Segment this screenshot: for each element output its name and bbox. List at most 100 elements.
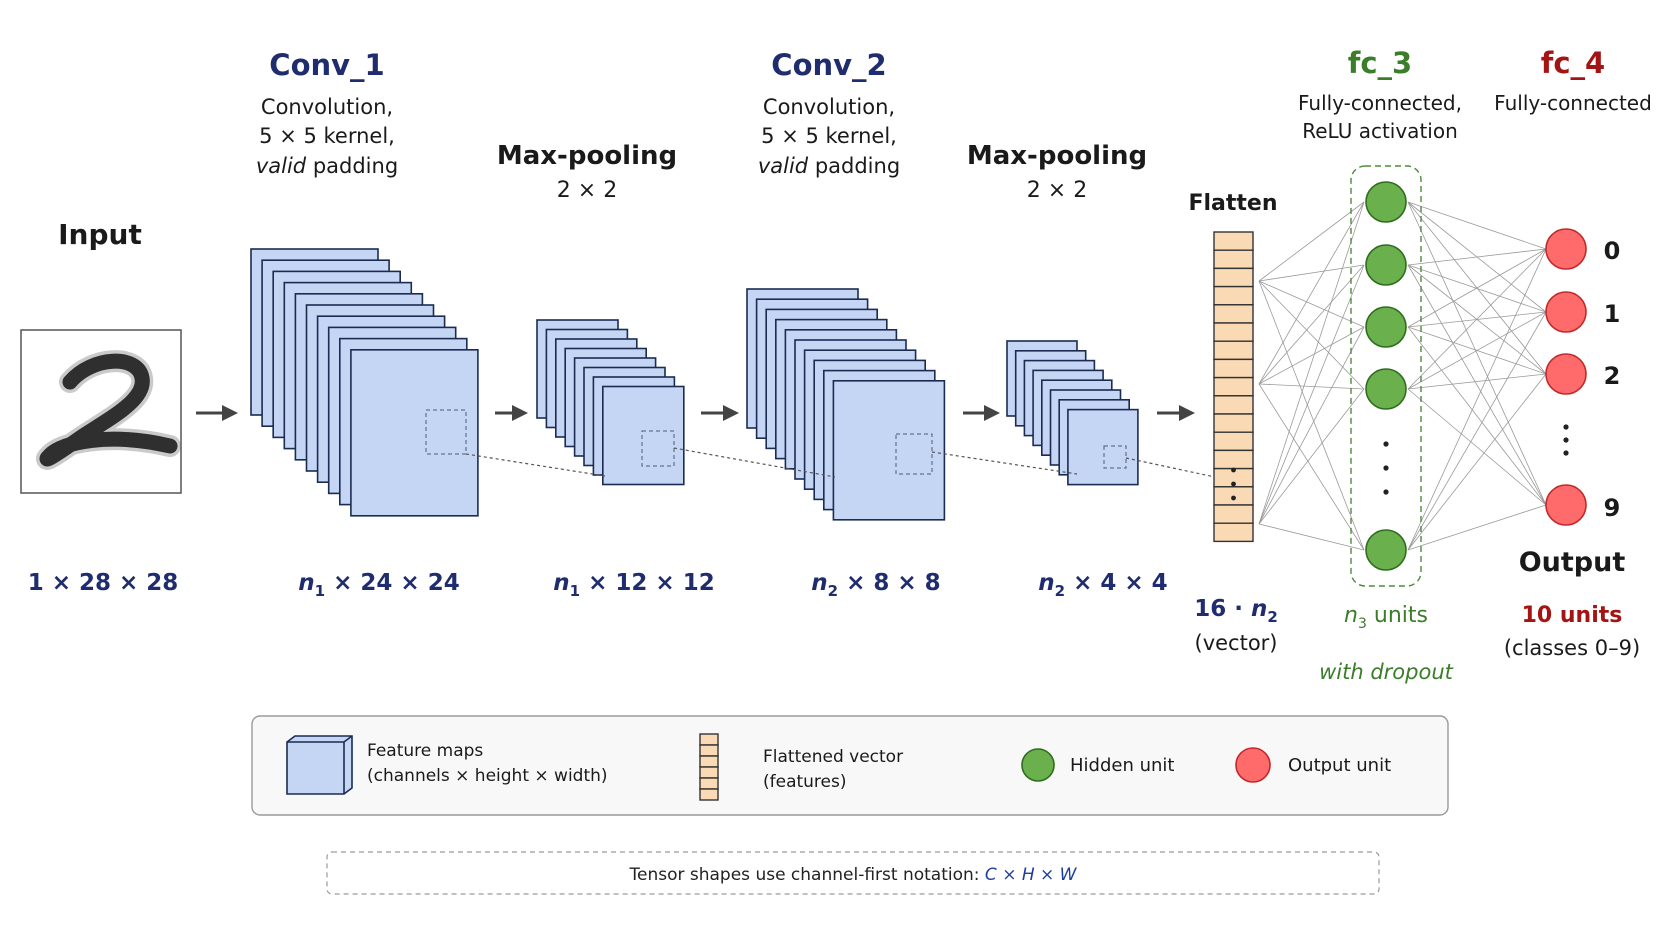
conn-flatten-fc3-2: [1258, 264, 1365, 282]
conv1-desc-line1: Convolution,: [261, 95, 393, 119]
legend-flattened-desc: (features): [763, 772, 847, 792]
conn-flatten-fc3-6: [1258, 201, 1365, 385]
legend-flatten-cell-3: [699, 755, 719, 768]
flatten-cell-4: [1213, 285, 1254, 306]
flatten-cell-2: [1213, 249, 1254, 270]
conn-flatten-fc3-1: [1258, 201, 1365, 282]
output-label-1: 1: [1604, 300, 1621, 328]
legend-flatten-cell-4: [699, 766, 719, 779]
flatten-size: 16 · n2: [1194, 596, 1278, 626]
legend: Feature maps (channels × height × width)…: [251, 715, 1449, 816]
flatten-cell-7: [1213, 340, 1254, 361]
conn-fc3-fc4-6: [1407, 264, 1547, 313]
hidden-unit-3: [1365, 306, 1407, 348]
fc4-output-units: [1545, 228, 1587, 526]
conn-flatten-fc3-9: [1258, 383, 1365, 390]
fc-connections: [1258, 201, 1547, 551]
pool2-map-8: [1067, 408, 1139, 486]
flatten-cell-10: [1213, 395, 1254, 415]
conn-flatten-fc3-8: [1258, 326, 1365, 385]
fc3-units: n3 units: [1344, 603, 1428, 632]
conv2-feature-maps: [746, 288, 946, 521]
flatten-cell-13: [1213, 449, 1254, 470]
pool2-receptive-field: [1103, 445, 1127, 469]
conv1-title: Conv_1: [269, 48, 384, 82]
output-unit-4: [1545, 484, 1587, 526]
conn-fc3-fc4-16: [1407, 388, 1547, 506]
flatten-cell-1: [1213, 231, 1254, 251]
fc4-desc: Fully-connected: [1494, 91, 1652, 115]
notation-note: Tensor shapes use channel-first notation…: [326, 851, 1380, 895]
output-label-0: 0: [1604, 237, 1621, 265]
rf-line-3: [931, 451, 1078, 475]
conn-flatten-fc3-3: [1258, 280, 1365, 328]
pool1-map-8: [601, 385, 685, 486]
input-shape: 1 × 28 × 28: [28, 570, 179, 596]
conn-fc3-fc4-4: [1407, 201, 1547, 506]
conv2-receptive-field: [895, 433, 933, 475]
conn-flatten-fc3-14: [1258, 388, 1365, 525]
flatten-ellipsis-dot-3: [1231, 495, 1236, 501]
flatten-cell-11: [1213, 413, 1254, 433]
legend-flatten-cell-2: [699, 744, 719, 757]
conn-flatten-fc3-7: [1258, 264, 1365, 385]
input-digit-image: [20, 329, 182, 494]
legend-flatten-cell-6: [699, 788, 719, 801]
pool2-size: 2 × 2: [1027, 178, 1087, 203]
arrow-input-to-conv1: [196, 405, 238, 421]
pool2-shape: n2 × 4 × 4: [1038, 570, 1167, 600]
conv2-desc-line2: 5 × 5 kernel,: [761, 124, 897, 148]
arrow-conv1-to-pool1: [495, 405, 528, 421]
conv2-desc-line1: Convolution,: [763, 95, 895, 119]
legend-hidden-unit-icon: [1021, 748, 1055, 782]
legend-feature-map-icon: [286, 735, 353, 795]
hidden-unit-4: [1365, 368, 1407, 410]
hidden-unit-1: [1365, 181, 1407, 223]
legend-flatten-cell-1: [699, 733, 719, 746]
fc3-desc-line1: Fully-connected,: [1298, 91, 1462, 115]
arrow-pool2-to-flatten: [1157, 405, 1195, 421]
legend-flatten-cell-5: [699, 777, 719, 790]
flatten-cell-6: [1213, 322, 1254, 342]
output-title: Output: [1519, 547, 1626, 578]
flatten-cell-12: [1213, 431, 1254, 452]
conn-fc3-fc4-18: [1407, 311, 1547, 551]
conn-fc3-fc4-5: [1407, 248, 1547, 266]
legend-flattened-icon: [699, 733, 719, 801]
conv1-map-10: [350, 348, 479, 517]
conn-fc3-fc4-13: [1407, 248, 1547, 390]
fc3-dropout: with dropout: [1319, 660, 1454, 684]
arrow-conv2-to-pool2: [963, 405, 1000, 421]
conv1-desc-line3: valid padding: [256, 154, 398, 178]
pool1-feature-maps: [536, 319, 685, 486]
flatten-vector: [1213, 231, 1254, 543]
notation-text: Tensor shapes use channel-first notation…: [629, 865, 1078, 885]
hidden-unit-2: [1365, 244, 1407, 286]
conv1-feature-maps: [250, 248, 479, 517]
rf-line-4: [1125, 457, 1216, 478]
conn-fc3-fc4-14: [1407, 311, 1547, 390]
conn-flatten-fc3-4: [1258, 280, 1365, 390]
fc3-title: fc_3: [1348, 46, 1413, 80]
output-unit-2: [1545, 291, 1587, 333]
conv2-desc-line3: valid padding: [758, 154, 900, 178]
input-title: Input: [58, 218, 142, 251]
legend-hidden-label: Hidden unit: [1070, 755, 1174, 776]
flatten-cell-5: [1213, 304, 1254, 324]
fc3-desc-line2: ReLU activation: [1302, 119, 1458, 143]
conn-flatten-fc3-12: [1258, 264, 1365, 525]
output-label-2: 2: [1604, 362, 1621, 390]
conv1-shape: n1 × 24 × 24: [298, 570, 459, 600]
conn-fc3-fc4-17: [1407, 248, 1547, 551]
legend-flattened-label: Flattened vector: [763, 747, 903, 767]
flatten-ellipsis-dot-2: [1231, 481, 1236, 487]
flatten-ellipsis-dot-1: [1231, 467, 1236, 473]
fc4-ellipsis: [1563, 424, 1569, 456]
flatten-title: Flatten: [1188, 191, 1277, 216]
conn-flatten-fc3-13: [1258, 326, 1365, 525]
flatten-cell-16: [1213, 504, 1254, 524]
conn-flatten-fc3-5: [1258, 280, 1365, 551]
conn-flatten-fc3-15: [1258, 523, 1365, 551]
fc4-units: 10 units: [1522, 603, 1623, 628]
